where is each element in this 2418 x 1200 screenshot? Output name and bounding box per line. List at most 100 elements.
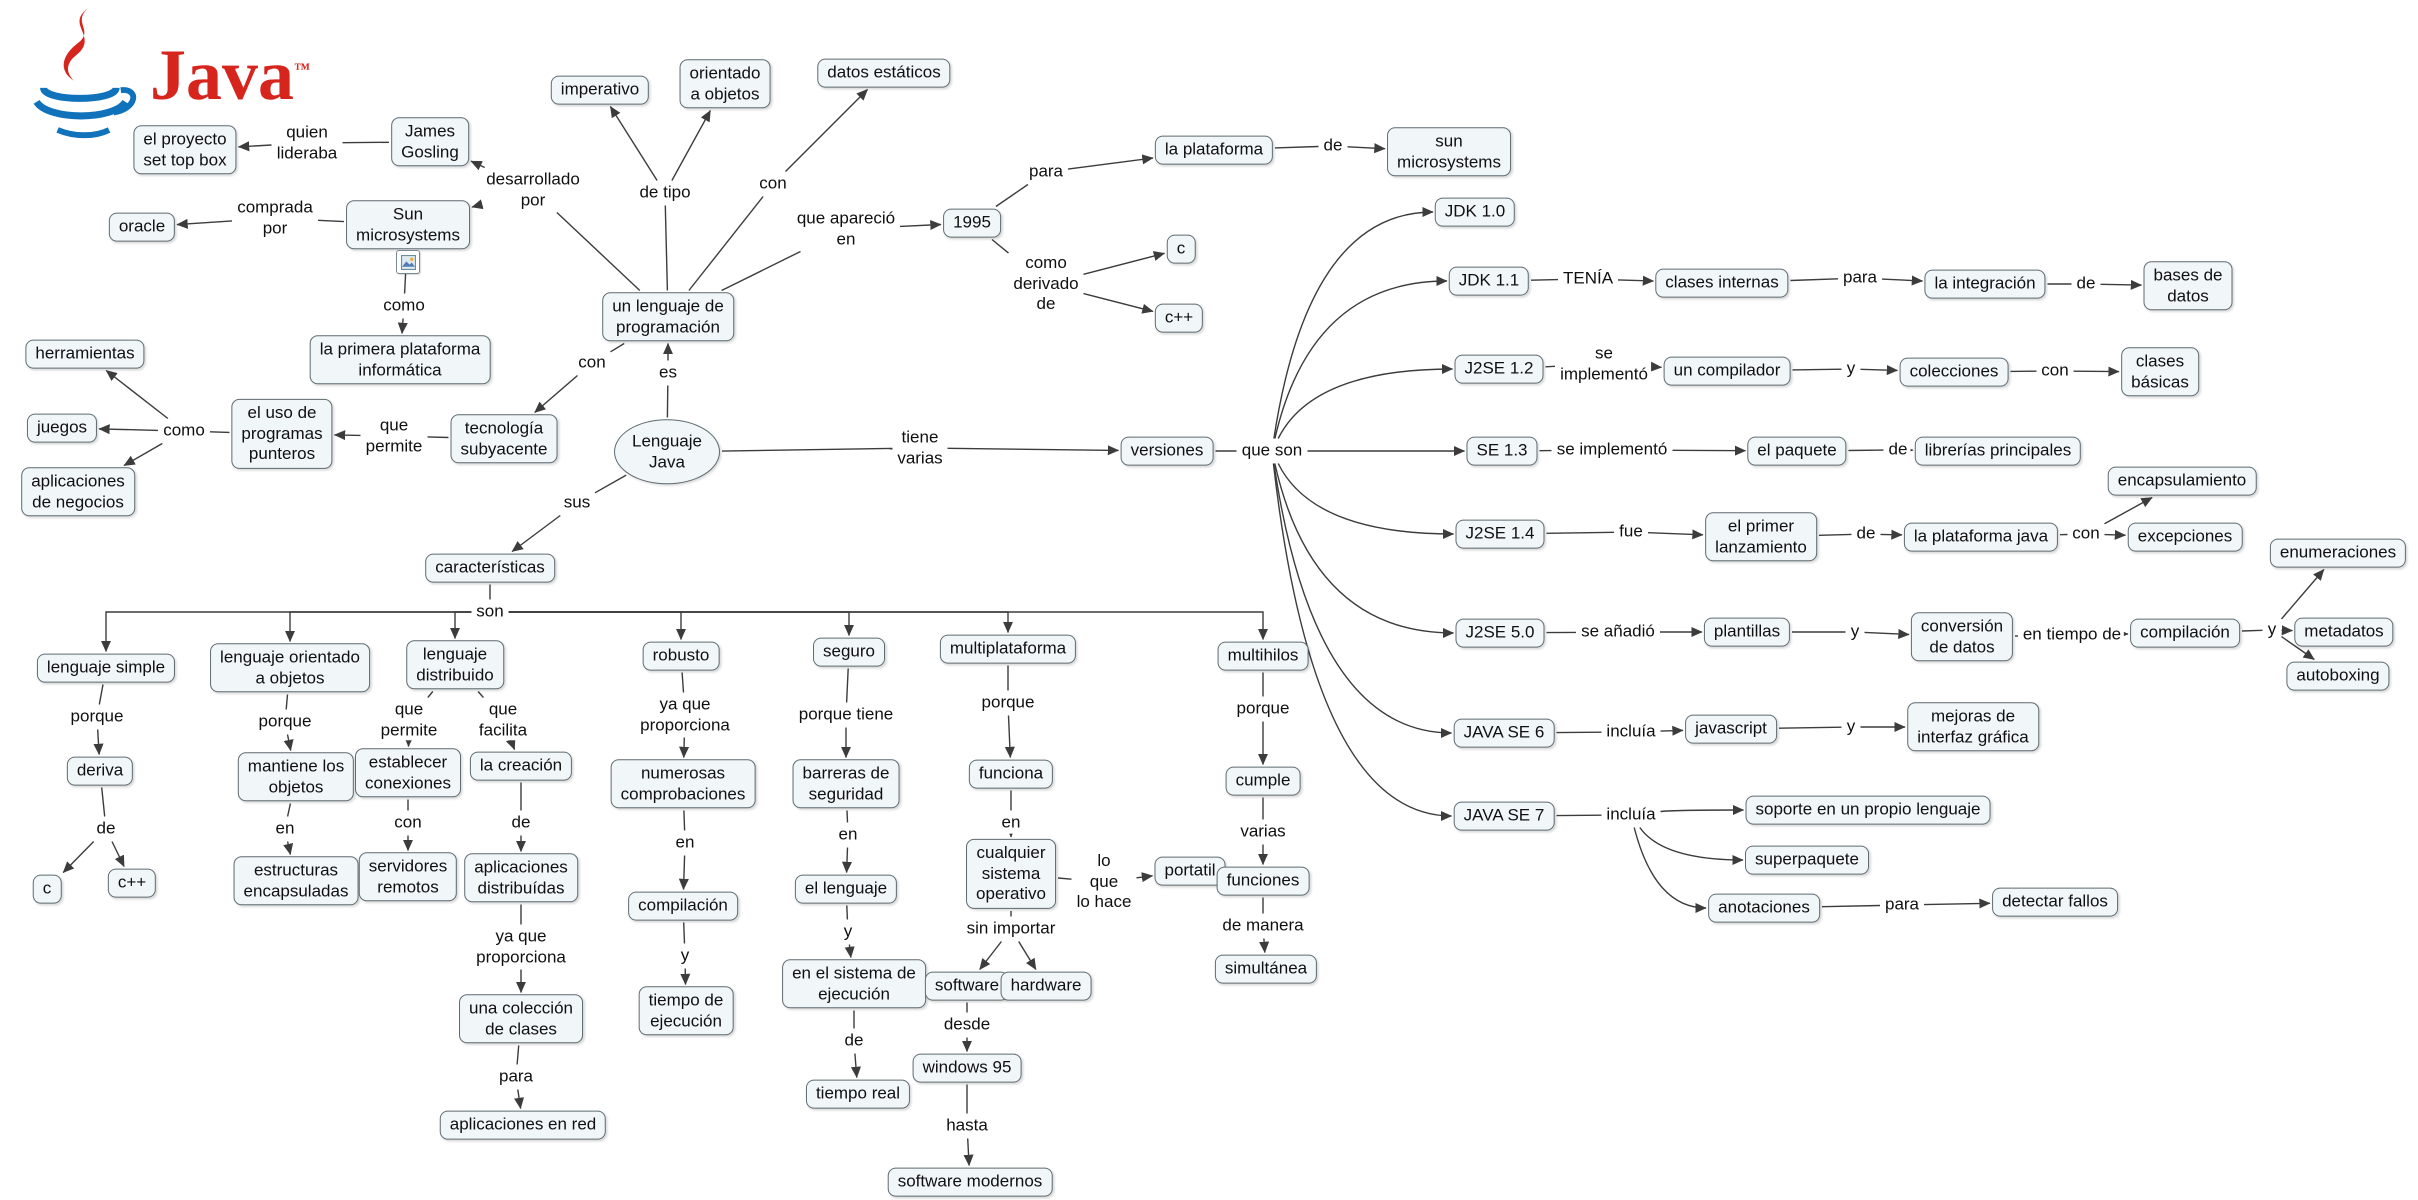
- concept-lenguaje-distribuido[interactable]: lenguaje distribuido: [406, 640, 504, 690]
- connector-como-derivado--c-1: [1083, 251, 1166, 275]
- concept-bases-datos[interactable]: bases de datos: [2143, 261, 2233, 311]
- concept-deriva[interactable]: deriva: [66, 756, 134, 786]
- concept-javascript[interactable]: javascript: [1685, 714, 1777, 744]
- concept-datos-estaticos[interactable]: datos estáticos: [817, 58, 951, 88]
- concept-windows-95[interactable]: windows 95: [912, 1053, 1022, 1083]
- link-label-porque-3: porque: [978, 692, 1038, 714]
- concept-sun-microsystems[interactable]: Sun microsystems: [346, 200, 470, 250]
- concept-c-2[interactable]: c: [32, 874, 62, 904]
- connector-compilacion-2--y-5: [683, 922, 686, 944]
- attachment-icon-sun-attachment[interactable]: [396, 250, 420, 274]
- connector-que-son--java-se-6: [1273, 463, 1453, 739]
- concept-tiempo-ejecucion[interactable]: tiempo de ejecución: [638, 986, 734, 1036]
- concept-la-plataforma[interactable]: la plataforma: [1154, 135, 1274, 165]
- concept-sun-microsystems-2[interactable]: sun microsystems: [1387, 127, 1511, 177]
- concept-lenguaje-java[interactable]: Lenguaje Java: [614, 419, 720, 485]
- concept-plataforma-java[interactable]: la plataforma java: [1903, 522, 2059, 552]
- concept-coleccion-clases[interactable]: una colección de clases: [459, 994, 583, 1044]
- connector-tiene-varias--versiones: [947, 445, 1120, 456]
- concept-tiempo-real[interactable]: tiempo real: [805, 1079, 911, 1109]
- concept-primer-lanzamiento[interactable]: el primer lanzamiento: [1705, 512, 1817, 562]
- concept-portatil[interactable]: portatil: [1154, 856, 1226, 886]
- concept-excepciones[interactable]: excepciones: [2127, 522, 2243, 552]
- concept-encapsulamiento[interactable]: encapsulamiento: [2107, 466, 2257, 496]
- concept-primera-plataforma[interactable]: la primera plataforma informática: [309, 335, 491, 385]
- concept-colecciones[interactable]: colecciones: [1899, 357, 2009, 387]
- link-label-es: es: [656, 362, 680, 384]
- concept-lenguaje-orientado[interactable]: lenguaje orientado a objetos: [210, 643, 370, 693]
- concept-java-se-7[interactable]: JAVA SE 7: [1453, 801, 1555, 831]
- concept-el-lenguaje[interactable]: el lenguaje: [794, 874, 898, 904]
- concept-lenguaje-programacion[interactable]: un lenguaje de programación: [602, 292, 734, 342]
- concept-aplicaciones-distribuidas[interactable]: aplicaciones distribuídas: [464, 853, 578, 903]
- concept-aplicaciones-negocios[interactable]: aplicaciones de negocios: [21, 467, 135, 517]
- concept-juegos[interactable]: juegos: [26, 413, 98, 443]
- concept-servidores-remotos[interactable]: servidores remotos: [358, 852, 458, 902]
- concept-j2se-12[interactable]: J2SE 1.2: [1454, 354, 1544, 384]
- connector-como-derivado--cpp-1: [1083, 292, 1154, 314]
- concept-detectar-fallos[interactable]: detectar fallos: [1992, 887, 2118, 917]
- concept-simultanea[interactable]: simultánea: [1214, 954, 1318, 984]
- concept-funciona[interactable]: funciona: [968, 759, 1054, 789]
- concept-sistema-ejecucion[interactable]: en el sistema de ejecución: [782, 959, 926, 1009]
- concept-j2se-14[interactable]: J2SE 1.4: [1455, 519, 1545, 549]
- concept-cumple[interactable]: cumple: [1225, 766, 1301, 796]
- concept-mantiene-objetos[interactable]: mantiene los objetos: [237, 752, 355, 802]
- concept-sistema-operativo[interactable]: cualquier sistema operativo: [966, 838, 1056, 910]
- concept-barreras-seguridad[interactable]: barreras de seguridad: [792, 759, 900, 809]
- concept-compilacion-1[interactable]: compilación: [2130, 618, 2240, 648]
- concept-cpp-2[interactable]: c++: [107, 868, 157, 898]
- concept-numerosas-comprobaciones[interactable]: numerosas comprobaciones: [610, 759, 756, 809]
- concept-estructuras-encapsuladas[interactable]: estructuras encapsuladas: [233, 856, 359, 906]
- concept-clases-basicas[interactable]: clases básicas: [2121, 347, 2199, 397]
- concept-hardware[interactable]: hardware: [1000, 971, 1092, 1001]
- connector-javascript--y-4: [1778, 726, 1842, 729]
- concept-proyecto-set-top-box[interactable]: el proyecto set top box: [133, 125, 237, 175]
- concept-compilacion-2[interactable]: compilación: [628, 891, 738, 921]
- concept-robusto[interactable]: robusto: [642, 641, 720, 671]
- concept-establecer-conexiones[interactable]: establecer conexiones: [354, 748, 462, 798]
- concept-lenguaje-simple[interactable]: lenguaje simple: [36, 653, 176, 683]
- concept-metadatos[interactable]: metadatos: [2294, 617, 2394, 647]
- concept-aplicaciones-red[interactable]: aplicaciones en red: [439, 1110, 607, 1140]
- concept-tecnologia-subyacente[interactable]: tecnología subyacente: [450, 414, 558, 464]
- concept-uso-programas-punteros[interactable]: el uso de programas punteros: [231, 398, 333, 470]
- concept-conversion-datos[interactable]: conversión de datos: [1910, 612, 2014, 662]
- concept-software-modernos[interactable]: software modernos: [887, 1167, 1053, 1197]
- concept-la-integracion[interactable]: la integración: [1924, 269, 2046, 299]
- concept-anotaciones[interactable]: anotaciones: [1708, 893, 1820, 923]
- concept-imperativo[interactable]: imperativo: [550, 75, 650, 105]
- concept-jdk-11[interactable]: JDK 1.1: [1448, 266, 1530, 296]
- concept-herramientas[interactable]: herramientas: [25, 339, 145, 369]
- concept-clases-internas[interactable]: clases internas: [1655, 268, 1789, 298]
- concept-c-1[interactable]: c: [1166, 234, 1196, 264]
- concept-se-13[interactable]: SE 1.3: [1466, 436, 1538, 466]
- concept-la-creacion[interactable]: la creación: [469, 751, 573, 781]
- concept-seguro[interactable]: seguro: [813, 637, 885, 667]
- concept-cpp-1[interactable]: c++: [1154, 303, 1204, 333]
- concept-james-gosling[interactable]: James Gosling: [391, 117, 469, 167]
- concept-orientado-objetos[interactable]: orientado a objetos: [679, 59, 771, 109]
- concept-jdk-10[interactable]: JDK 1.0: [1434, 197, 1516, 227]
- concept-enumeraciones[interactable]: enumeraciones: [2269, 538, 2407, 568]
- concept-autoboxing[interactable]: autoboxing: [2286, 661, 2390, 691]
- concept-java-se-6[interactable]: JAVA SE 6: [1453, 718, 1555, 748]
- concept-superpaquete[interactable]: superpaquete: [1745, 845, 1869, 875]
- connector-de-tipo--orientado-objetos: [671, 109, 712, 181]
- concept-versiones[interactable]: versiones: [1120, 436, 1214, 466]
- concept-caracteristicas[interactable]: características: [425, 553, 555, 583]
- concept-el-paquete[interactable]: el paquete: [1747, 436, 1847, 466]
- concept-mejoras-interfaz[interactable]: mejoras de interfaz gráfica: [1907, 702, 2039, 752]
- concept-un-compilador[interactable]: un compilador: [1663, 356, 1791, 386]
- concept-oracle[interactable]: oracle: [108, 212, 176, 242]
- concept-soporte-lenguaje[interactable]: soporte en un propio lenguaje: [1745, 795, 1991, 825]
- concept-multiplataforma[interactable]: multiplataforma: [939, 634, 1077, 664]
- concept-software[interactable]: software: [924, 971, 1010, 1001]
- concept-multihilos[interactable]: multihilos: [1217, 641, 1309, 671]
- concept-anio-1995[interactable]: 1995: [943, 208, 1001, 238]
- link-label-quien-lideraba: quien lideraba: [273, 122, 341, 164]
- concept-j2se-50[interactable]: J2SE 5.0: [1455, 618, 1545, 648]
- concept-funciones[interactable]: funciones: [1216, 866, 1310, 896]
- concept-librerias-principales[interactable]: librerías principales: [1914, 436, 2082, 466]
- concept-plantillas[interactable]: plantillas: [1703, 617, 1791, 647]
